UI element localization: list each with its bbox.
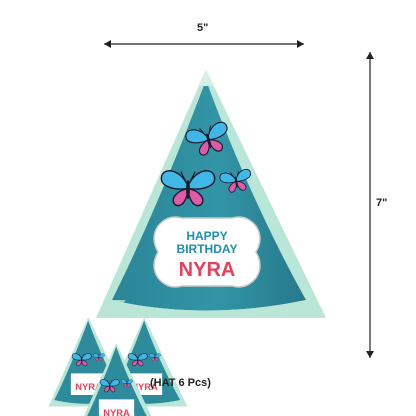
party-hat-main: HAPPY BIRTHDAY NYRA	[96, 70, 326, 318]
hat-name: NYRA	[179, 259, 236, 281]
width-dimension-line	[104, 40, 304, 48]
greeting-line1: HAPPY	[186, 229, 227, 243]
small-hat-front-name: NYRA	[103, 408, 130, 416]
small-hat-left-name: NYRA	[75, 382, 102, 392]
greeting-line2: BIRTHDAY	[177, 242, 238, 256]
party-hat-small-front: NYRA	[83, 343, 152, 416]
greeting-label-plaque: HAPPY BIRTHDAY NYRA	[153, 216, 261, 288]
small-hat-right-name: NYRA	[131, 382, 158, 392]
height-dimension-label: 7"	[376, 197, 388, 209]
height-dimension-line	[366, 52, 374, 358]
width-dimension-label: 5"	[197, 22, 209, 34]
product-caption: (HAT 6 Pcs)	[150, 377, 211, 389]
